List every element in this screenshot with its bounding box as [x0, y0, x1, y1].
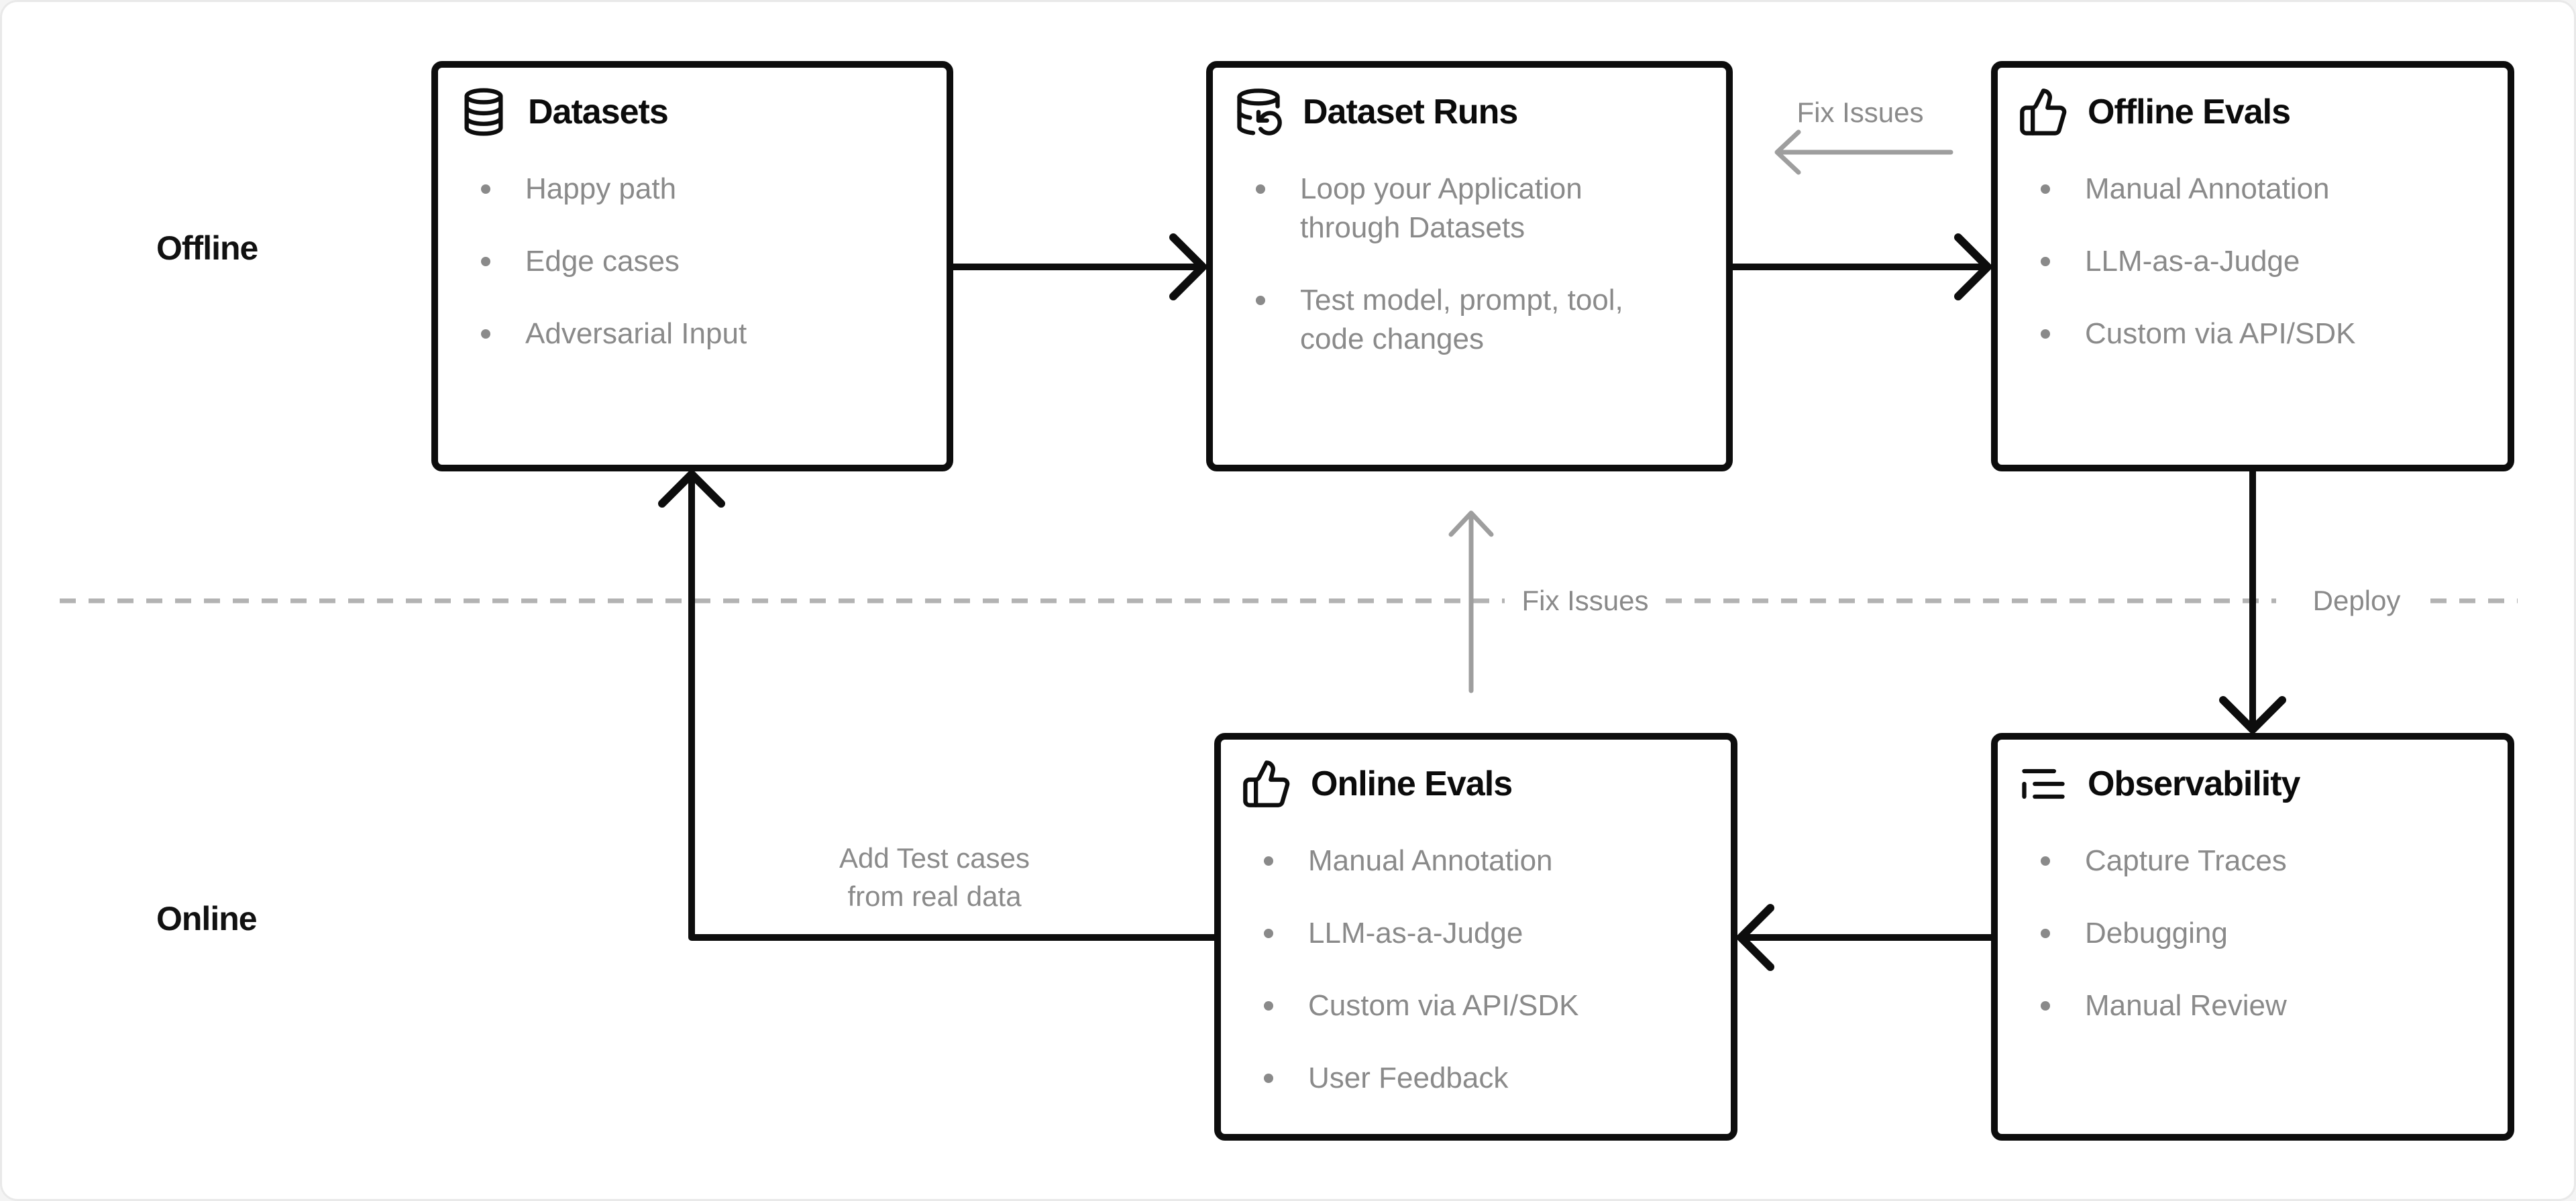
thumbs-up-icon: [1243, 760, 1290, 807]
add-test-cases-label: Add Test cases from real data: [767, 839, 1102, 915]
offline-evals-header: Offline Evals: [2018, 87, 2508, 137]
arrow-dataset-runs-to-offline-evals: [1728, 233, 1992, 300]
box-title: Offline Evals: [2088, 93, 2291, 131]
add-test-cases-line2: from real data: [847, 880, 1022, 912]
box-title: Datasets: [528, 93, 669, 131]
bullet-item: Manual Review: [2037, 986, 2467, 1025]
bullet-item: Edge cases: [477, 242, 908, 281]
offline-evals-box: Offline Evals Manual Annotation LLM-as-a…: [1991, 61, 2514, 471]
online-evals-header: Online Evals: [1241, 758, 1731, 809]
thumbs-up-icon: [2020, 89, 2067, 135]
arrow-datasets-to-dataset-runs: [949, 233, 1207, 300]
offline-evals-bullet-list: Manual Annotation LLM-as-a-Judge Custom …: [1998, 170, 2508, 353]
dataset-runs-bullet-list: Loop your Application through Datasets T…: [1213, 170, 1726, 359]
bullet-item: LLM-as-a-Judge: [2037, 242, 2467, 281]
bullet-item: Debugging: [2037, 914, 2467, 953]
box-title: Observability: [2088, 764, 2300, 803]
bullet-item: Adversarial Input: [477, 314, 908, 353]
arrow-offline-evals-to-observability: [2219, 467, 2286, 734]
fix-issues-middle-label: Fix Issues: [1521, 585, 1649, 616]
fix-issues-top-arrow: [1774, 129, 1953, 175]
bullet-item: User Feedback: [1260, 1059, 1690, 1098]
bullet-item: Test model, prompt, tool, code changes: [1252, 281, 1682, 359]
row-label-offline: Offline: [156, 229, 258, 267]
fix-issues-middle-arrow: [1448, 510, 1494, 693]
box-title: Online Evals: [1311, 764, 1513, 803]
observability-bullet-list: Capture Traces Debugging Manual Review: [1998, 842, 2508, 1025]
list-trace-icon: [2022, 768, 2065, 799]
bullet-item: Capture Traces: [2037, 842, 2467, 880]
arrow-online-evals-to-datasets: [658, 470, 1220, 941]
online-evals-bullet-list: Manual Annotation LLM-as-a-Judge Custom …: [1221, 842, 1731, 1098]
database-icon: [464, 88, 503, 136]
bullet-item: LLM-as-a-Judge: [1260, 914, 1690, 953]
bullet-item: Loop your Application through Datasets: [1252, 170, 1682, 247]
arrow-observability-to-online-evals: [1737, 904, 1996, 971]
datasets-box: Datasets Happy path Edge cases Adversari…: [431, 61, 953, 471]
bullet-item: Custom via API/SDK: [1260, 986, 1690, 1025]
datasets-header: Datasets: [458, 87, 947, 137]
bullet-item: Happy path: [477, 170, 908, 209]
database-refresh-icon: [1237, 89, 1282, 135]
fix-issues-top-label: Fix Issues: [1796, 97, 1924, 128]
observability-box: Observability Capture Traces Debugging M…: [1991, 733, 2514, 1141]
dataset-runs-box: Dataset Runs Loop your Application throu…: [1206, 61, 1733, 471]
deploy-label: Deploy: [2312, 585, 2401, 616]
bullet-item: Manual Annotation: [2037, 170, 2467, 209]
observability-header: Observability: [2018, 758, 2508, 809]
box-title: Dataset Runs: [1303, 93, 1518, 131]
datasets-bullet-list: Happy path Edge cases Adversarial Input: [438, 170, 947, 353]
add-test-cases-line1: Add Test cases: [839, 842, 1030, 874]
dataset-runs-header: Dataset Runs: [1233, 87, 1726, 137]
bullet-item: Manual Annotation: [1260, 842, 1690, 880]
row-label-online: Online: [156, 900, 258, 937]
online-evals-box: Online Evals Manual Annotation LLM-as-a-…: [1214, 733, 1737, 1141]
bullet-item: Custom via API/SDK: [2037, 314, 2467, 353]
